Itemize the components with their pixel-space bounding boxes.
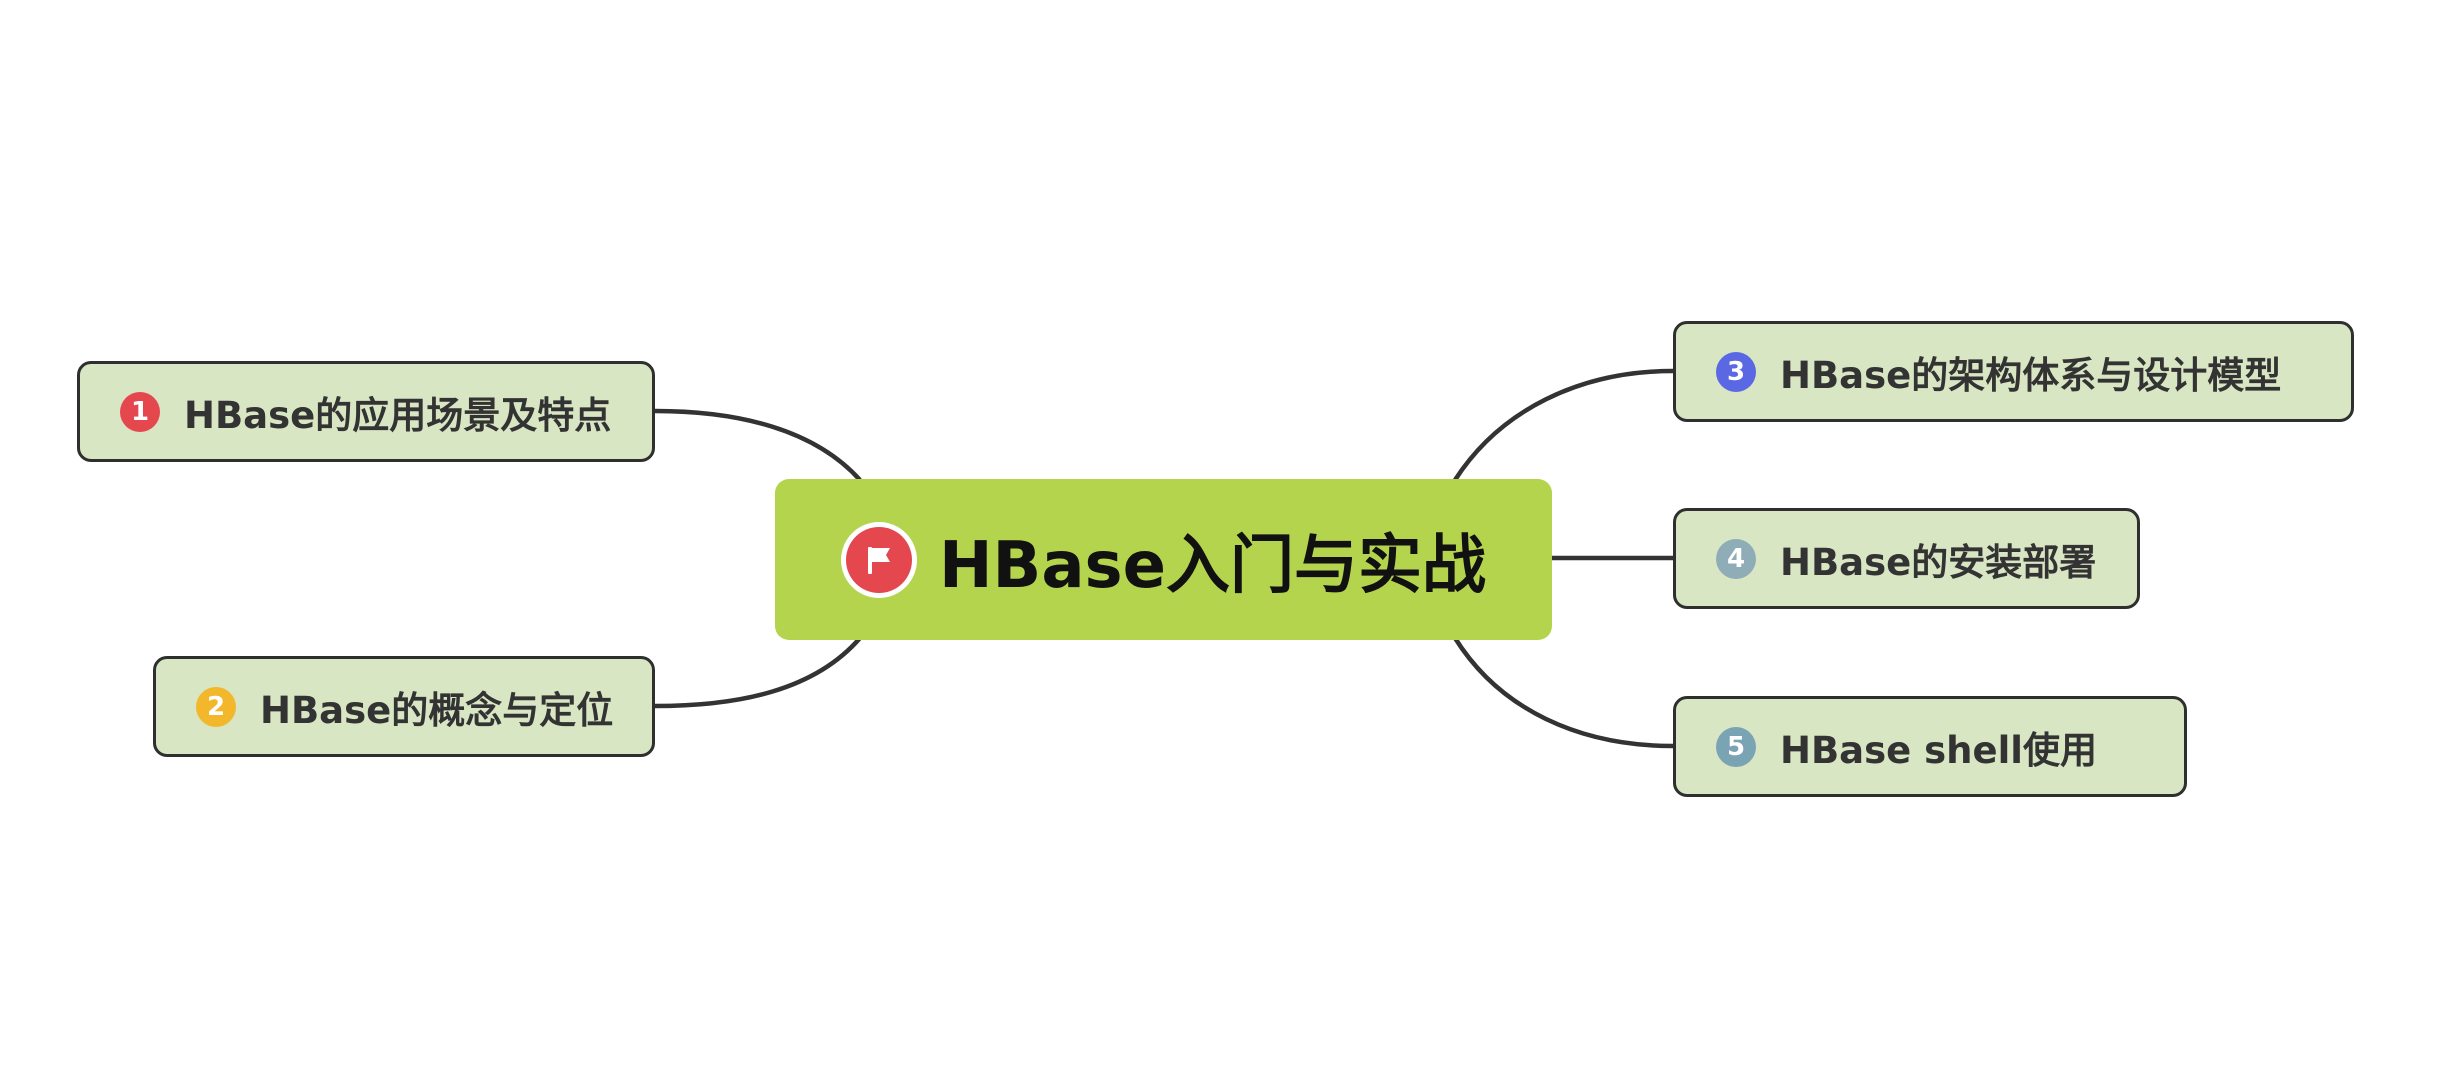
connector-topic-2	[654, 636, 862, 709]
topic-label: HBase的架构体系与设计模型	[1780, 353, 2282, 397]
topic-application-scenarios[interactable]: 1 HBase的应用场景及特点	[77, 361, 655, 462]
central-topic-title: HBase入门与实战	[938, 528, 1487, 603]
number-badge-icon: 1	[120, 391, 160, 432]
flag-glyph	[867, 546, 890, 574]
central-topic[interactable]: HBase入门与实战	[775, 479, 1552, 640]
flag-icon-disc	[845, 526, 912, 593]
topic-label: HBase的安装部署	[1780, 540, 2097, 584]
topic-architecture-design[interactable]: 3 HBase的架构体系与设计模型	[1673, 321, 2354, 422]
number-badge-icon: 3	[1716, 351, 1756, 392]
number-badge-icon: 4	[1716, 538, 1756, 579]
number-badge-icon: 2	[196, 686, 236, 727]
topic-concept-positioning[interactable]: 2 HBase的概念与定位	[153, 656, 655, 757]
topic-label: HBase的应用场景及特点	[184, 393, 612, 437]
topic-label: HBase的概念与定位	[260, 688, 614, 732]
flag-icon	[840, 521, 917, 598]
topic-label: HBase shell使用	[1780, 728, 2097, 772]
topic-shell-usage[interactable]: 5 HBase shell使用	[1673, 696, 2187, 797]
connector-topic-3	[1453, 368, 1674, 482]
number-badge-icon: 5	[1716, 726, 1756, 767]
topic-installation-deployment[interactable]: 4 HBase的安装部署	[1673, 508, 2140, 609]
connector-topic-5	[1453, 636, 1674, 749]
connector-topic-1	[654, 408, 862, 482]
